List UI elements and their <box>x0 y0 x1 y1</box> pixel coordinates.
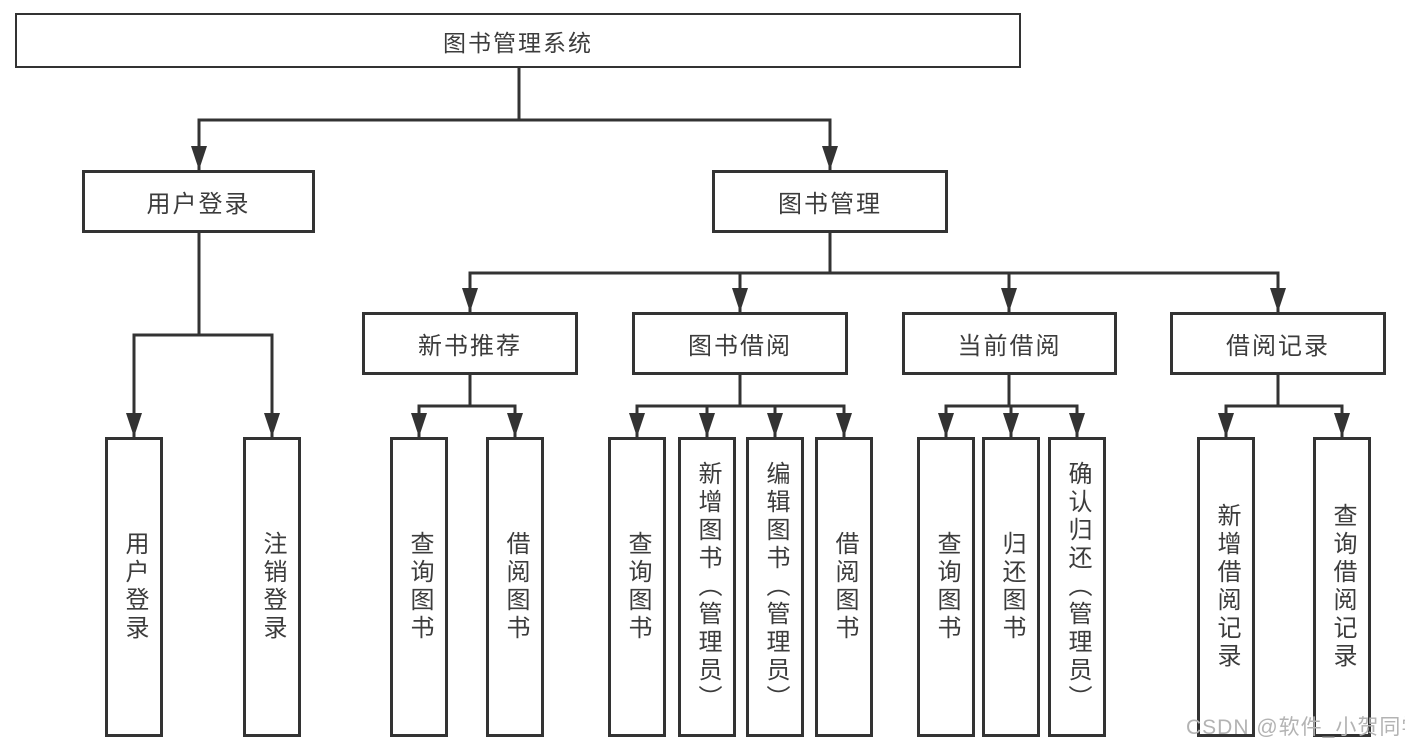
node-new-book-recommend: 新书推荐 <box>362 312 578 375</box>
node-leaf-query-books-recommend-label: 查询图书 <box>406 531 433 643</box>
node-leaf-confirm-return-admin: 确认归还（管理员） <box>1048 437 1106 737</box>
node-leaf-edit-books-admin: 编辑图书（管理员） <box>746 437 804 737</box>
node-leaf-edit-books-admin-label: 编辑图书（管理员） <box>762 461 789 713</box>
csdn-watermark: CSDN @软件_小贺同学 <box>1186 716 1405 739</box>
node-new-book-recommend-label: 新书推荐 <box>418 333 522 360</box>
node-current-borrow: 当前借阅 <box>902 312 1117 375</box>
node-user-login-label: 用户登录 <box>146 191 251 218</box>
node-leaf-confirm-return-admin-label: 确认归还（管理员） <box>1064 461 1091 713</box>
node-leaf-query-books-current: 查询图书 <box>917 437 975 737</box>
node-leaf-query-borrow-record: 查询借阅记录 <box>1313 437 1371 737</box>
node-leaf-add-borrow-record: 新增借阅记录 <box>1197 437 1255 737</box>
node-leaf-user-login-label: 用户登录 <box>121 531 148 643</box>
node-leaf-query-borrow-record-label: 查询借阅记录 <box>1329 503 1356 671</box>
node-leaf-query-books-borrow: 查询图书 <box>608 437 666 737</box>
node-leaf-add-books-admin: 新增图书（管理员） <box>678 437 736 737</box>
node-leaf-borrow-books: 借阅图书 <box>815 437 873 737</box>
node-leaf-borrow-books-recommend: 借阅图书 <box>486 437 544 737</box>
node-leaf-borrow-books-label: 借阅图书 <box>831 531 858 643</box>
node-leaf-query-books-current-label: 查询图书 <box>933 531 960 643</box>
node-leaf-borrow-books-recommend-label: 借阅图书 <box>502 531 529 643</box>
node-root-label: 图书管理系统 <box>443 29 593 56</box>
node-borrow-records: 借阅记录 <box>1170 312 1386 375</box>
node-leaf-return-books: 归还图书 <box>982 437 1040 737</box>
node-leaf-user-login: 用户登录 <box>105 437 163 737</box>
node-leaf-query-books-recommend: 查询图书 <box>390 437 448 737</box>
node-book-borrow: 图书借阅 <box>632 312 848 375</box>
node-user-login: 用户登录 <box>82 170 315 233</box>
node-leaf-return-books-label: 归还图书 <box>998 531 1025 643</box>
node-leaf-add-borrow-record-label: 新增借阅记录 <box>1213 503 1240 671</box>
node-current-borrow-label: 当前借阅 <box>957 333 1062 360</box>
node-book-borrow-label: 图书借阅 <box>688 333 792 360</box>
node-leaf-logout-label: 注销登录 <box>259 531 286 643</box>
node-book-management: 图书管理 <box>712 170 948 233</box>
node-borrow-records-label: 借阅记录 <box>1226 333 1330 360</box>
node-book-management-label: 图书管理 <box>778 191 882 218</box>
node-leaf-query-books-borrow-label: 查询图书 <box>624 531 651 643</box>
node-leaf-logout: 注销登录 <box>243 437 301 737</box>
node-root: 图书管理系统 <box>15 13 1021 68</box>
node-leaf-add-books-admin-label: 新增图书（管理员） <box>694 461 721 713</box>
